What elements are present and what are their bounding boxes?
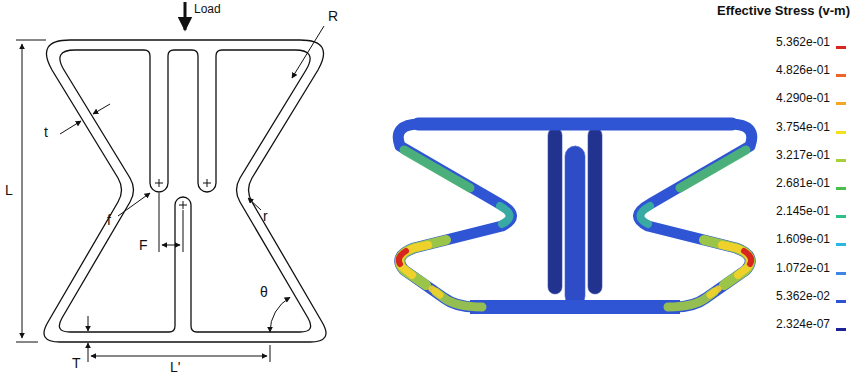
legend-value: 4.826e-01 — [776, 64, 830, 78]
legend-swatch — [836, 131, 846, 134]
legend-value: 1.609e-01 — [776, 233, 830, 247]
dimension-label: F — [139, 237, 148, 253]
legend-swatch — [836, 272, 846, 275]
legend-swatch — [836, 243, 846, 246]
legend-swatch — [836, 46, 846, 49]
legend-swatch — [836, 215, 846, 218]
dimension-label: r — [263, 208, 268, 224]
dimension-label: R — [328, 8, 338, 24]
load-label: Load — [194, 3, 221, 17]
legend-swatch — [836, 328, 846, 331]
legend-value: 2.145e-01 — [776, 205, 830, 219]
legend-value: 4.290e-01 — [776, 92, 830, 106]
dimension-label: t — [44, 124, 48, 140]
legend-swatch — [836, 300, 846, 303]
dimension-label: L — [5, 182, 13, 198]
legend-swatch — [836, 74, 846, 77]
fe-stress-plot — [398, 124, 752, 314]
legend-value: 2.324e-07 — [776, 318, 830, 332]
legend-value: 1.072e-01 — [776, 262, 830, 276]
legend-value: 5.362e-02 — [776, 290, 830, 304]
legend-value: 3.217e-01 — [776, 149, 830, 163]
legend-value: 3.754e-01 — [776, 121, 830, 135]
dimension-lines — [16, 2, 324, 362]
legend-value: 2.681e-01 — [776, 177, 830, 191]
legend-title: Effective Stress (v-m) — [717, 4, 850, 19]
legend-swatch — [836, 187, 846, 190]
dimension-label: T — [72, 355, 81, 371]
dimension-label: θ — [260, 284, 268, 300]
legend-value: 5.362e-01 — [776, 36, 830, 50]
centre-marks — [155, 179, 211, 209]
dimension-label: f — [107, 212, 111, 228]
unit-cell-drawing — [44, 40, 326, 342]
legend-swatch — [836, 159, 846, 162]
legend-swatch — [836, 102, 846, 105]
dimension-label: L' — [170, 359, 180, 375]
